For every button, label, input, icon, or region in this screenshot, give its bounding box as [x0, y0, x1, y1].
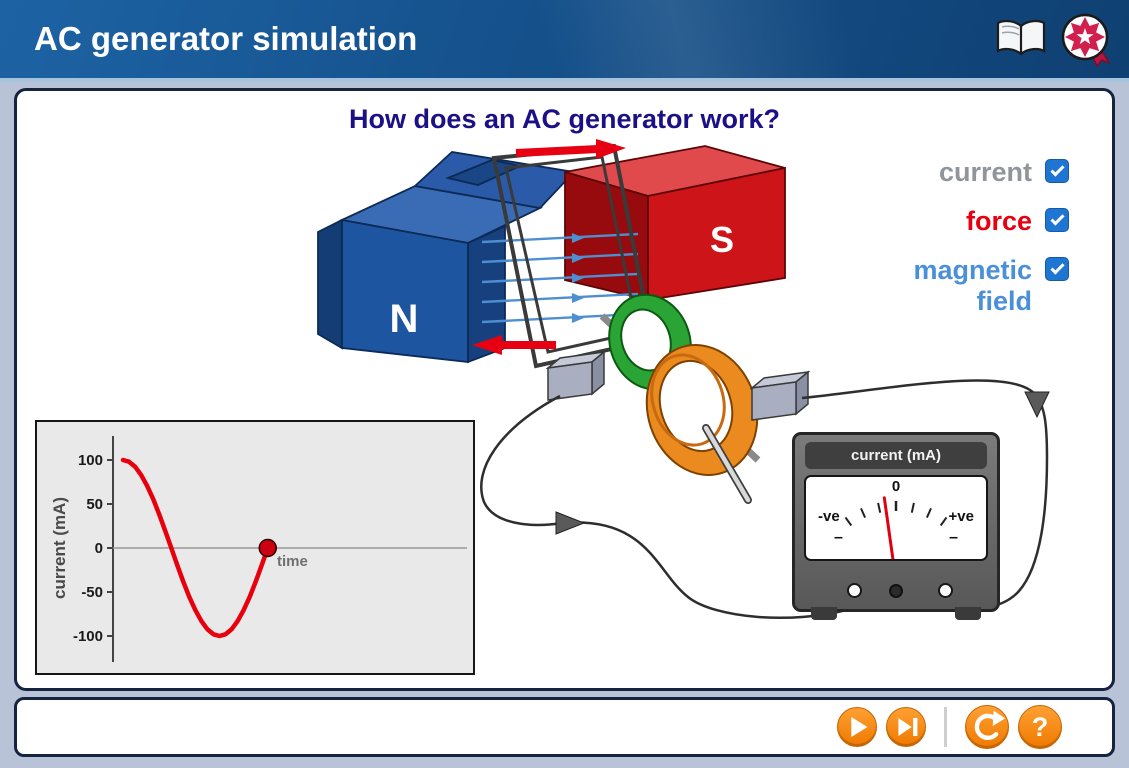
- check-icon: [1049, 162, 1065, 177]
- book-icon[interactable]: [995, 18, 1047, 60]
- step-button[interactable]: [886, 707, 926, 747]
- meter-terminal-left: [847, 583, 862, 598]
- meter-terminal-right: [938, 583, 953, 598]
- help-button[interactable]: ?: [1018, 705, 1062, 749]
- meter-minus-mark-left: –: [834, 529, 843, 546]
- current-curve: [120, 457, 271, 639]
- y-tick-label: -100: [73, 628, 103, 645]
- play-button[interactable]: [837, 707, 877, 747]
- question-title: How does an AC generator work?: [348, 104, 781, 134]
- toggle-force[interactable]: force: [913, 206, 1069, 236]
- title-bar: AC generator simulation: [0, 0, 1129, 82]
- check-icon: [1049, 260, 1065, 276]
- meter-title: current (mA): [805, 442, 987, 469]
- meter-face: 0 -ve +ve – –: [804, 475, 988, 561]
- graph-y-axis-label: current (mA): [50, 496, 70, 599]
- check-icon: [1049, 211, 1065, 226]
- control-bar: ?: [14, 697, 1115, 757]
- current-marker-dot: [258, 538, 277, 558]
- meter-scale-ticks: [844, 501, 948, 527]
- current-checkbox[interactable]: [1045, 159, 1069, 183]
- graph-plot: 100 50 0 -50 -100 time: [73, 436, 467, 662]
- ammeter: current (mA) 0 -ve +ve – –: [792, 432, 1000, 620]
- titlebar-icons: [995, 11, 1113, 67]
- y-tick-label: 0: [95, 540, 103, 557]
- force-checkbox[interactable]: [1045, 208, 1069, 233]
- play-icon: [851, 717, 868, 737]
- meter-knob: [889, 584, 903, 598]
- magnetic-field-checkbox[interactable]: [1045, 257, 1069, 282]
- reset-icon: [974, 710, 1006, 740]
- toggle-force-label: force: [965, 206, 1032, 237]
- meter-zero-label: 0: [891, 478, 901, 495]
- meter-negative-label: -ve: [818, 508, 840, 525]
- time-axis-label: time: [277, 553, 308, 570]
- meter-positive-label: +ve: [948, 508, 974, 525]
- graph-y-ticks: [107, 459, 113, 637]
- toggle-current[interactable]: current: [913, 157, 1069, 187]
- app-title: AC generator simulation: [34, 20, 418, 57]
- y-tick-label: -50: [81, 584, 103, 601]
- step-forward-icon: [898, 717, 918, 737]
- controls-divider: [944, 707, 947, 747]
- y-tick-label: 100: [78, 452, 103, 469]
- graph-y-axis-label-wrap: current (mA): [37, 422, 83, 673]
- star-badge-icon[interactable]: [1057, 11, 1113, 67]
- current-time-graph: 100 50 0 -50 -100 time current (mA): [35, 420, 475, 675]
- y-tick-label: 50: [86, 496, 103, 513]
- meter-needle: [882, 496, 898, 559]
- help-icon: ?: [1031, 711, 1049, 742]
- meter-minus-mark-right: –: [949, 529, 958, 546]
- reset-button[interactable]: [965, 705, 1009, 749]
- toggle-current-label: current: [938, 157, 1032, 187]
